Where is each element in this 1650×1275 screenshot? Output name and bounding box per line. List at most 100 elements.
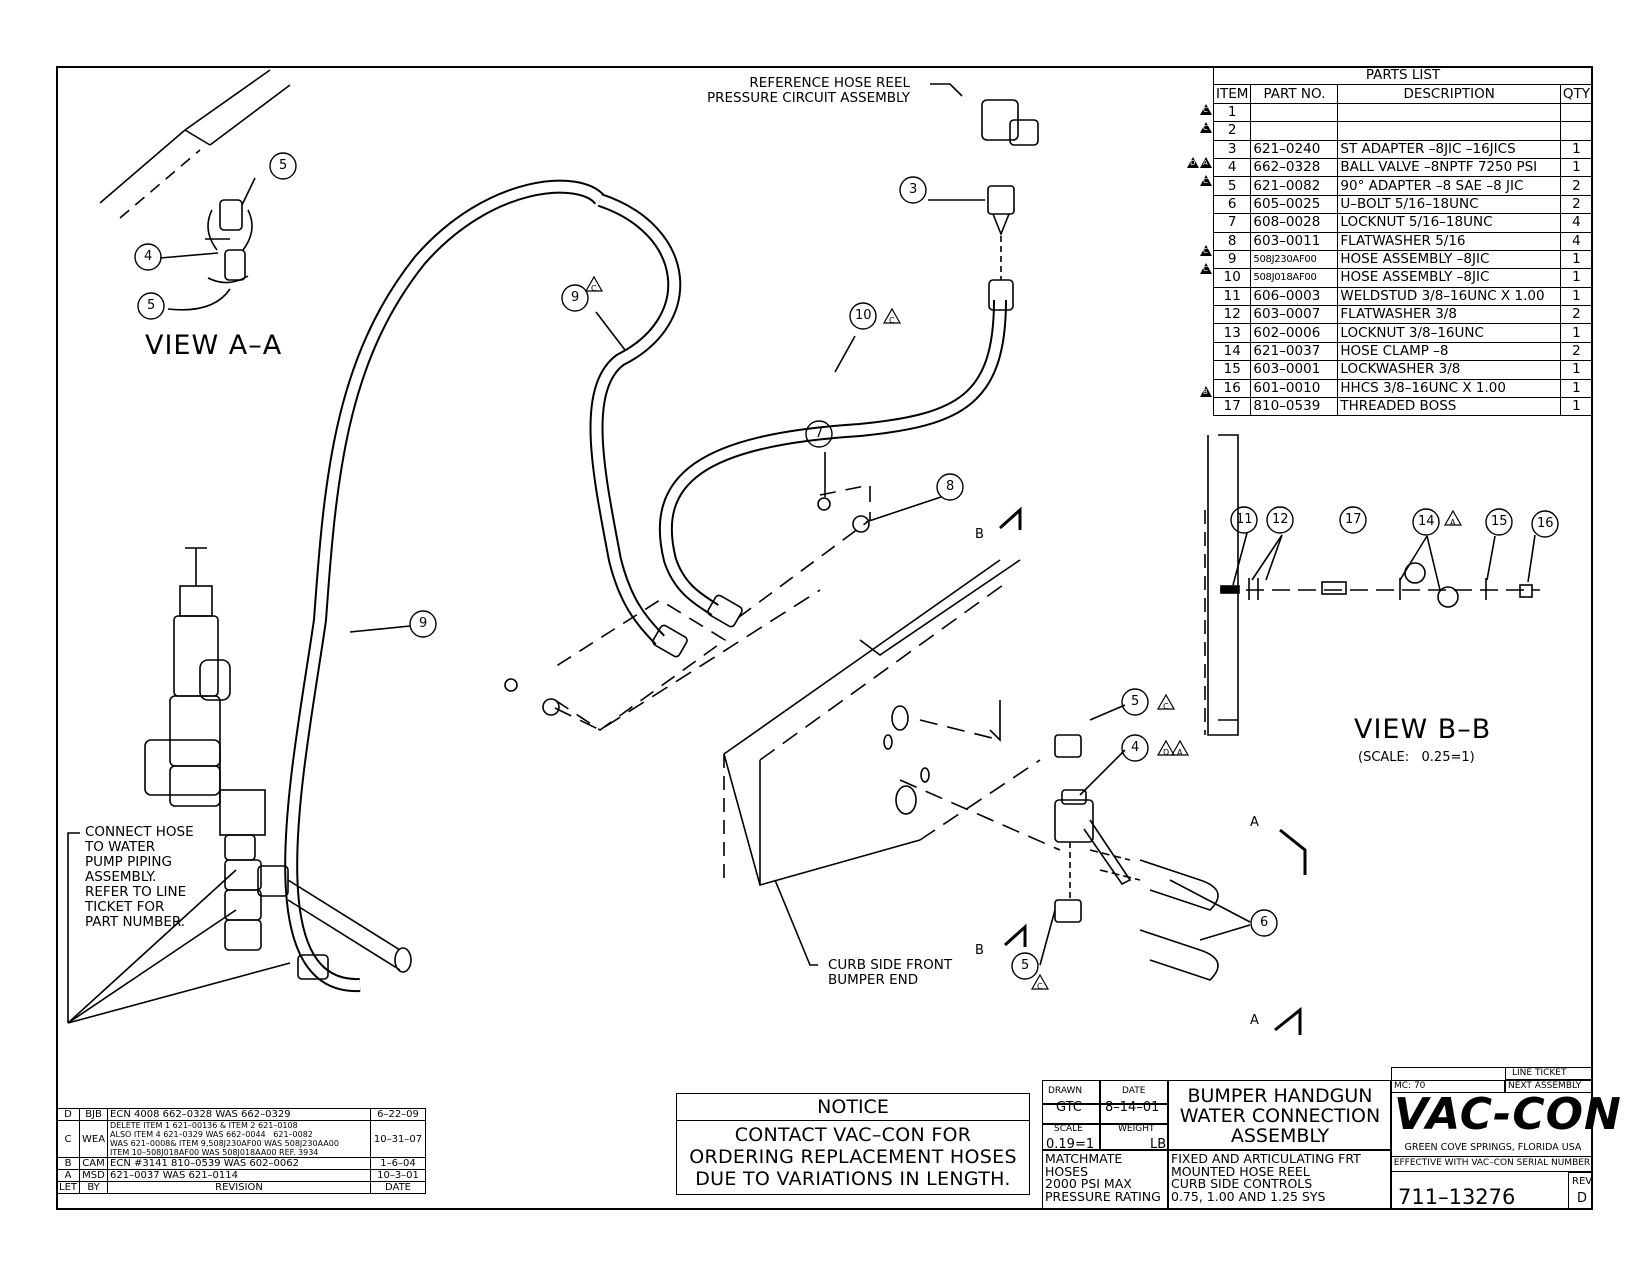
date-value: 8–14–01: [1105, 1100, 1160, 1115]
balloon-leaders: [349, 83, 1251, 966]
parts-qty: [1559, 102, 1594, 123]
rev-by: CAM: [78, 1157, 109, 1170]
tb-cell: [1042, 1124, 1100, 1150]
parts-item: 4: [1212, 157, 1252, 178]
parts-qty: 1: [1559, 323, 1594, 343]
rev-mark: C: [1163, 702, 1169, 711]
header-description: DESCRIPTION: [1337, 84, 1561, 104]
revision-triangle-letter: D: [1190, 159, 1196, 167]
parts-part-no: 602–0006: [1250, 323, 1339, 343]
parts-item: 17: [1212, 397, 1252, 417]
parts-part-no: 810–0539: [1250, 397, 1339, 417]
parts-part-no: 662–0328: [1250, 157, 1339, 178]
section-a-bottom: A: [1250, 1013, 1259, 1028]
rev-letter: C: [56, 1120, 80, 1158]
rev-mark: C: [591, 284, 597, 293]
balloon-5: 5: [1021, 958, 1030, 973]
notice-box: NOTICE CONTACT VAC–CON FOR ORDERING REPL…: [676, 1093, 1030, 1195]
parts-part-no: [1250, 102, 1339, 123]
parts-item: 8: [1212, 231, 1252, 251]
parts-description: HOSE ASSEMBLY –8JIC: [1337, 268, 1561, 288]
parts-item: 3: [1212, 139, 1252, 159]
section-arrows: [998, 506, 1307, 1035]
section-a-top: A: [1250, 815, 1259, 830]
rev-label: REV: [1572, 1176, 1593, 1187]
revision-triangle-letter: C: [1203, 106, 1208, 115]
parts-qty: 1: [1559, 378, 1594, 399]
vac-con-logo: VAC-CON: [1394, 1089, 1622, 1140]
parts-description: [1337, 102, 1561, 123]
header-item: ITEM: [1212, 84, 1252, 104]
hose-10: [658, 299, 1007, 616]
parts-description: [1337, 121, 1561, 141]
parts-qty: 2: [1559, 341, 1594, 362]
balloon-5: 5: [1131, 694, 1140, 709]
parts-part-no: 621–0037: [1250, 341, 1339, 362]
revision-triangle-mark: C: [1200, 262, 1212, 274]
tb-cell: [1042, 1150, 1168, 1210]
balloon-9: 9: [571, 290, 580, 305]
parts-description: LOCKNUT 5/16–18UNC: [1337, 213, 1561, 233]
scale-value: 0.19=1: [1046, 1137, 1095, 1152]
parts-qty: 2: [1559, 194, 1594, 215]
bumper-end: [723, 559, 1061, 886]
tb-cell: [1391, 1156, 1593, 1172]
parts-description: U–BOLT 5/16–18UNC: [1337, 194, 1561, 215]
revision-triangle-mark: C: [1200, 104, 1212, 116]
balloon-7: 7: [815, 426, 824, 441]
balloon-5: 5: [147, 298, 156, 313]
parts-description: HHCS 3/8–16UNC X 1.00: [1337, 378, 1561, 399]
pump-piping: [144, 547, 412, 980]
parts-item: 11: [1212, 286, 1252, 307]
rev-mark: C: [889, 316, 895, 325]
parts-description: WELDSTUD 3/8–16UNC X 1.00: [1337, 286, 1561, 307]
tb-cell: [1042, 1104, 1100, 1124]
parts-qty: 4: [1559, 213, 1594, 233]
tb-cell: [1168, 1080, 1391, 1150]
parts-list-table: PARTS LIST ITEM PART NO. DESCRIPTION QTY…: [1212, 65, 1594, 417]
parts-description: BALL VALVE –8NPTF 7250 PSI: [1337, 157, 1561, 178]
line-ticket-label: LINE TICKET: [1512, 1068, 1567, 1078]
tb-cell: [1168, 1150, 1391, 1210]
parts-qty: 4: [1559, 231, 1594, 251]
drawing-border: [56, 66, 1593, 1210]
parts-item: 10: [1212, 268, 1252, 288]
balloon-15: 15: [1491, 514, 1508, 529]
revision-header: LET BY REVISION DATE: [56, 1181, 426, 1194]
revision-triangle-letter: C: [1203, 264, 1208, 273]
parts-part-no: [1250, 121, 1339, 141]
parts-qty: 1: [1559, 268, 1594, 288]
parts-qty: [1559, 121, 1594, 141]
rev-by: WEA: [78, 1120, 109, 1158]
fittings-top: [652, 99, 1039, 658]
view-bb-scale: (SCALE: 0.25=1): [1358, 750, 1475, 765]
tb-cell: [1100, 1104, 1168, 1124]
parts-part-no: 608–0028: [1250, 213, 1339, 233]
rev-mark: A: [1450, 518, 1456, 527]
view-aa-graphic: [99, 69, 291, 311]
balloon-10: 10: [855, 308, 872, 323]
parts-description: ST ADAPTER –8JIC –16JICS: [1337, 139, 1561, 159]
balloon-4: 4: [1131, 740, 1140, 755]
rev-description: ECN #3141 810–0539 WAS 602–0062: [107, 1157, 371, 1170]
rev-by: BJB: [78, 1108, 109, 1121]
next-assembly-label: NEXT ASSEMBLY: [1508, 1081, 1582, 1091]
rev-letter: B: [56, 1157, 80, 1170]
revision-triangle-mark: D: [1187, 157, 1199, 168]
parts-item: 15: [1212, 360, 1252, 380]
revision-triangles: [584, 275, 1463, 990]
balloon-12: 12: [1272, 512, 1289, 527]
parts-part-no: 508J230AF00: [1250, 249, 1339, 270]
rev-mark: D: [1163, 748, 1170, 757]
parts-list-header: ITEM PART NO. DESCRIPTION QTY: [1212, 84, 1594, 104]
rev-date: 6–22–09: [370, 1108, 426, 1121]
